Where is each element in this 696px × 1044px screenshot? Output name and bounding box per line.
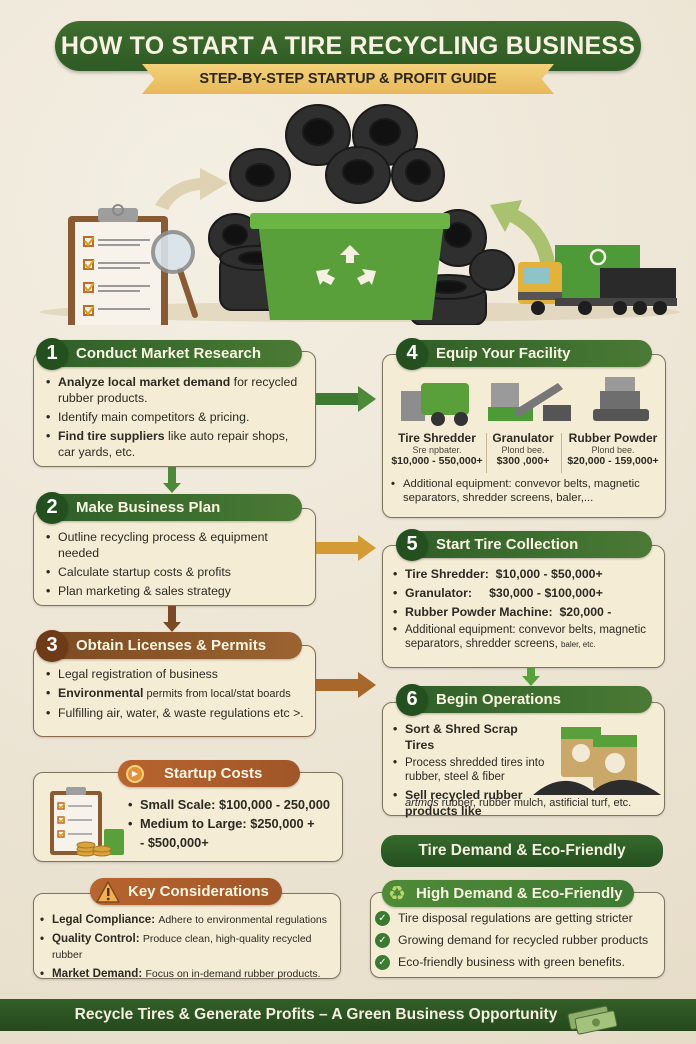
consideration-item: Legal Compliance: Adhere to environmenta… [38,912,336,928]
step-title: Conduct Market Research [76,345,262,362]
rubber-powder-machine-icon [593,377,649,421]
step-4-header: 4 Equip Your Facility [396,337,652,370]
money-stack-icon [567,1005,618,1035]
high-demand-title: High Demand & Eco-Friendly [415,885,623,902]
step-5-header: 5 Start Tire Collection [396,528,652,561]
step-title: Obtain Licenses & Permits [76,637,267,654]
step-6-bullet: Sort & Shred Scrap Tires [391,721,545,753]
rubber-product-bags-icon [533,727,661,795]
startup-costs-card: Small Scale: $100,000 - 250,000 Medium t… [33,772,343,862]
step-title: Start Tire Collection [436,536,579,553]
arrow-step1-to-step2 [163,467,181,493]
equipment-tire-shredder: Tire Shredder Sre npbater. $10,000 - 550… [391,431,483,467]
step-6-header: 6 Begin Operations [396,683,652,716]
arrow-step3-to-step6 [316,672,376,698]
startup-cost-item: Medium to Large: $250,000 + [126,816,338,832]
startup-cost-item: Small Scale: $100,000 - 250,000 [126,797,338,813]
equipment-granulator: Granulator Plond bee. $300 ,000+ [492,431,554,467]
step-6-tail: artmds rubber, rubber mulch, astificial … [405,797,632,809]
key-considerations-card: Legal Compliance: Adhere to environmenta… [33,893,341,982]
high-demand-item: ✓Growing demand for recycled rubber prod… [375,929,664,951]
clipboard-coins-icon [50,787,124,857]
step-1-header: 1 Conduct Market Research [36,337,302,370]
recycle-arrow-left-icon [155,168,228,210]
step-3-header: 3 Obtain Licenses & Permits [36,629,302,662]
consideration-item: Market Demand: Focus on in-demand rubber… [38,966,336,982]
footer-banner: Recycle Tires & Generate Profits – A Gre… [0,999,696,1035]
step-5-note: Additional equipment: convevor belts, ma… [391,623,656,652]
check-icon: ✓ [375,932,390,948]
step-1-bullet: Analyze local market demand for recycled… [44,374,305,406]
startup-costs-title: Startup Costs [164,765,263,782]
step-3-card: Legal registration of business Environme… [33,645,316,737]
tire-shredder-icon [401,383,469,426]
check-icon: ✓ [375,910,390,926]
magnifying-glass-icon [151,230,198,318]
step-5-bullet: Granulator: $30,000 - $100,000+ [391,585,656,601]
step-5-bullet: Tire Shredder: $10,000 - $50,000+ [391,566,656,582]
high-demand-item: ✓Eco-friendly business with green benefi… [375,951,664,973]
step-title: Begin Operations [436,691,562,708]
clipboard-icon [68,204,168,325]
divider [561,433,562,473]
tire-pile-icon [208,104,515,325]
arrow-step2-to-step5 [316,535,376,561]
arrow-step2-to-step3 [163,606,181,632]
step-number: 6 [396,683,428,716]
step-2-header: 2 Make Business Plan [36,491,302,524]
footer-text: Recycle Tires & Generate Profits – A Gre… [74,1006,558,1023]
step-6-bullet: Sell recycled rubber products like [391,787,545,819]
step-5-bullet: Rubber Powder Machine: $20,000 - [391,604,656,620]
equipment-illustrations [401,377,649,426]
step-3-bullet: Fulfilling air, water, & waste regulatio… [44,705,305,721]
arrow-step5-to-step6 [522,668,540,686]
demand-banner: Tire Demand & Eco-Friendly [381,835,663,867]
step-1-bullet: Identify main competitors & pricing. [44,409,305,425]
step-6-card: Sort & Shred Scrap Tires Process shredde… [382,702,665,819]
hero-illustration [40,104,680,325]
step-3-bullet: Environmental permits from local/stat bo… [44,685,305,702]
play-badge-icon: ▶ [126,764,144,783]
equipment-rubber-powder: Rubber Powder Plond bee. $20,000 - 159,0… [567,431,659,467]
step-title: Make Business Plan [76,499,221,516]
step-number: 2 [36,491,68,524]
step-6-bullet: Process shredded tires into rubber, stee… [391,756,545,784]
consideration-item: Quality Control: Produce clean, high-qua… [38,931,336,963]
granulator-icon [488,383,571,421]
divider [486,433,487,473]
step-2-card: Outline recycling process & equipment ne… [33,508,316,606]
recycle-arrow-right-icon [490,200,555,262]
high-demand-header: ♻ High Demand & Eco-Friendly [382,880,634,907]
step-1-bullet: Find tire suppliers like auto repair sho… [44,428,305,460]
key-considerations-title: Key Considerations [128,883,269,900]
step-number: 3 [36,629,68,662]
step-4-card: Tire Shredder Sre npbater. $10,000 - 550… [382,354,666,518]
recycling-truck-icon [518,245,677,315]
subtitle-ribbon: STEP-BY-STEP STARTUP & PROFIT GUIDE [142,64,554,94]
check-icon: ✓ [375,954,390,970]
step-5-card: Tire Shredder: $10,000 - $50,000+ Granul… [382,545,665,668]
step-title: Equip Your Facility [436,345,571,362]
step-number: 4 [396,337,428,370]
step-number: 1 [36,337,68,370]
high-demand-item: ✓Tire disposal regulations are getting s… [375,907,664,929]
key-considerations-header: Key Considerations [90,878,282,905]
step-2-bullet: Outline recycling process & equipment ne… [44,529,305,561]
recycle-symbol-icon [316,245,376,285]
step-4-note: Additional equipment: convevor belts, ma… [389,477,661,505]
step-2-bullet: Plan marketing & sales strategy [44,583,305,599]
startup-cost-item-cont: - $500,000+ [140,835,209,850]
recycling-bin-icon [250,213,450,320]
step-1-card: Analyze local market demand for recycled… [33,351,316,467]
step-number: 5 [396,528,428,561]
startup-costs-header: ▶ Startup Costs [118,760,300,787]
warning-icon [96,880,120,903]
step-2-bullet: Calculate startup costs & profits [44,564,305,580]
arrow-step1-to-step4 [316,386,376,412]
recycle-icon: ♻ [388,883,406,905]
step-3-bullet: Legal registration of business [44,666,305,682]
page-title: HOW TO START A TIRE RECYCLING BUSINESS [55,21,641,71]
